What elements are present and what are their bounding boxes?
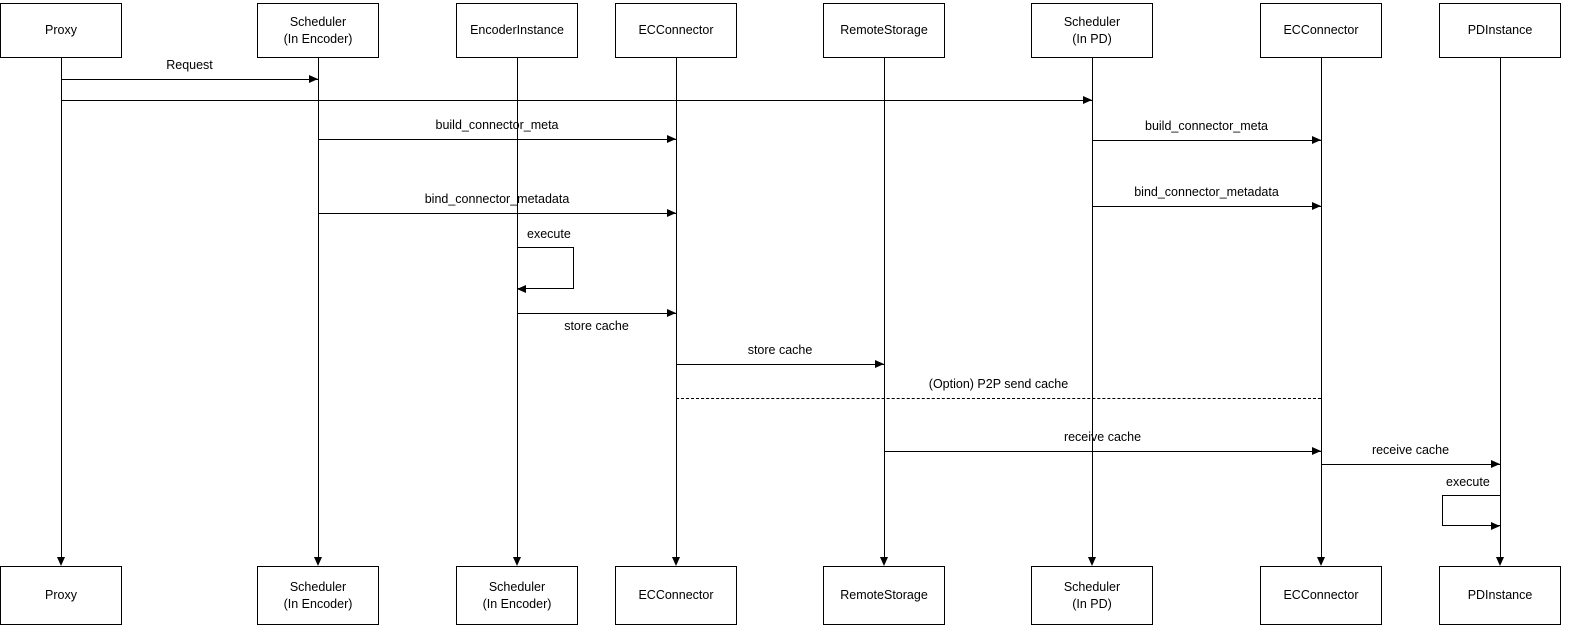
participant-box-bottom-proxy: Proxy bbox=[0, 566, 122, 625]
lifeline-end-arrow-proxy bbox=[57, 557, 66, 566]
participant-box-top-scheduler-pd: Scheduler (In PD) bbox=[1031, 3, 1153, 58]
message-line-m5 bbox=[318, 213, 676, 214]
message-label-m5: bind_connector_metadata bbox=[424, 192, 570, 206]
participant-box-top-pdinstance: PDInstance bbox=[1439, 3, 1561, 58]
lifeline-end-arrow-ecconnector-enc bbox=[672, 557, 681, 566]
message-arrowhead-m8 bbox=[875, 360, 884, 368]
participant-box-bottom-pdinstance: PDInstance bbox=[1439, 566, 1561, 625]
message-label-m4: build_connector_meta bbox=[1145, 119, 1268, 133]
message-line-m2 bbox=[61, 100, 1092, 101]
message-line-m10 bbox=[884, 451, 1321, 452]
lifeline-end-arrow-encoderinstance bbox=[513, 557, 522, 566]
participant-label-line: RemoteStorage bbox=[840, 588, 928, 603]
participant-box-top-remotestorage: RemoteStorage bbox=[823, 3, 945, 58]
lifeline-ecconnector-enc bbox=[676, 58, 677, 557]
lifeline-scheduler-enc bbox=[318, 58, 319, 557]
message-line-m8 bbox=[676, 364, 884, 365]
participant-box-bottom-scheduler-pd: Scheduler (In PD) bbox=[1031, 566, 1153, 625]
participant-box-top-scheduler-enc: Scheduler (In Encoder) bbox=[257, 3, 379, 58]
message-label-m3: build_connector_meta bbox=[435, 118, 559, 132]
message-label-m11: receive cache bbox=[1371, 443, 1450, 457]
message-arrowhead-m6 bbox=[1312, 202, 1321, 210]
lifeline-end-arrow-scheduler-pd bbox=[1088, 557, 1097, 566]
participant-label-line: EncoderInstance bbox=[470, 23, 564, 38]
participant-label-line: ECConnector bbox=[638, 588, 714, 603]
participant-box-top-ecconnector-enc: ECConnector bbox=[615, 3, 737, 58]
lifeline-end-arrow-pdinstance bbox=[1496, 557, 1505, 566]
self-message-loop-s1 bbox=[517, 247, 574, 289]
participant-label-line: ECConnector bbox=[1283, 23, 1359, 38]
participant-box-bottom-ecconnector-pd: ECConnector bbox=[1260, 566, 1382, 625]
participant-label-line: Scheduler bbox=[289, 579, 347, 594]
message-label-m6: bind_connector_metadata bbox=[1134, 185, 1279, 199]
lifeline-end-arrow-ecconnector-pd bbox=[1317, 557, 1326, 566]
participant-label-line: PDInstance bbox=[1467, 588, 1533, 603]
message-label-m8: store cache bbox=[747, 343, 813, 357]
participant-box-bottom-encoderinstance: Scheduler (In Encoder) bbox=[456, 566, 578, 625]
message-label-m10: receive cache bbox=[1063, 430, 1142, 444]
participant-label-line: (In PD) bbox=[1072, 596, 1112, 611]
self-message-loop-s2 bbox=[1442, 495, 1500, 526]
participant-label-line: (In PD) bbox=[1072, 31, 1112, 46]
participant-label-line: Scheduler bbox=[289, 14, 347, 29]
lifeline-ecconnector-pd bbox=[1321, 58, 1322, 557]
message-label-m7: store cache bbox=[564, 319, 629, 333]
message-arrowhead-m7 bbox=[667, 309, 676, 317]
message-line-m1 bbox=[61, 79, 318, 80]
message-line-m11 bbox=[1321, 464, 1500, 465]
lifeline-encoderinstance bbox=[517, 58, 518, 557]
participant-box-bottom-scheduler-enc: Scheduler (In Encoder) bbox=[257, 566, 379, 625]
message-arrowhead-m1 bbox=[309, 75, 318, 83]
participant-label-line: PDInstance bbox=[1467, 23, 1533, 38]
participant-box-bottom-ecconnector-enc: ECConnector bbox=[615, 566, 737, 625]
message-arrowhead-m2 bbox=[1083, 96, 1092, 104]
participant-label-line: (In Encoder) bbox=[482, 596, 552, 611]
message-arrowhead-m11 bbox=[1491, 460, 1500, 468]
participant-label-line: Scheduler bbox=[488, 579, 546, 594]
participant-label-line: Proxy bbox=[45, 23, 77, 38]
participant-box-bottom-remotestorage: RemoteStorage bbox=[823, 566, 945, 625]
message-line-m9 bbox=[676, 398, 1321, 399]
lifeline-scheduler-pd bbox=[1092, 58, 1093, 557]
participant-box-top-ecconnector-pd: ECConnector bbox=[1260, 3, 1382, 58]
participant-label-line: ECConnector bbox=[1283, 588, 1359, 603]
lifeline-end-arrow-remotestorage bbox=[880, 557, 889, 566]
participant-label-line: RemoteStorage bbox=[840, 23, 928, 38]
participant-label-line: (In Encoder) bbox=[283, 31, 353, 46]
participant-label-line: Proxy bbox=[45, 588, 77, 603]
lifeline-pdinstance bbox=[1500, 58, 1501, 557]
participant-label-line: ECConnector bbox=[638, 23, 714, 38]
self-message-arrowhead-s1 bbox=[517, 285, 526, 293]
lifeline-remotestorage bbox=[884, 58, 885, 557]
participant-label-line: (In Encoder) bbox=[283, 596, 353, 611]
message-arrowhead-m5 bbox=[667, 209, 676, 217]
participant-box-top-encoderinstance: EncoderInstance bbox=[456, 3, 578, 58]
message-line-m3 bbox=[318, 139, 676, 140]
participant-label-line: Scheduler bbox=[1063, 14, 1121, 29]
message-arrowhead-m10 bbox=[1312, 447, 1321, 455]
message-line-m4 bbox=[1092, 140, 1321, 141]
message-arrowhead-m4 bbox=[1312, 136, 1321, 144]
self-message-label-s1: execute bbox=[527, 227, 571, 241]
lifeline-proxy bbox=[61, 58, 62, 557]
message-arrowhead-m3 bbox=[667, 135, 676, 143]
self-message-arrowhead-s2 bbox=[1491, 522, 1500, 530]
self-message-label-s2: execute bbox=[1446, 475, 1490, 489]
lifeline-end-arrow-scheduler-enc bbox=[314, 557, 323, 566]
message-label-m9: (Option) P2P send cache bbox=[928, 377, 1069, 391]
message-line-m6 bbox=[1092, 206, 1321, 207]
message-line-m7 bbox=[517, 313, 676, 314]
message-label-m1: Request bbox=[166, 58, 213, 72]
participant-box-top-proxy: Proxy bbox=[0, 3, 122, 58]
participant-label-line: Scheduler bbox=[1063, 579, 1121, 594]
